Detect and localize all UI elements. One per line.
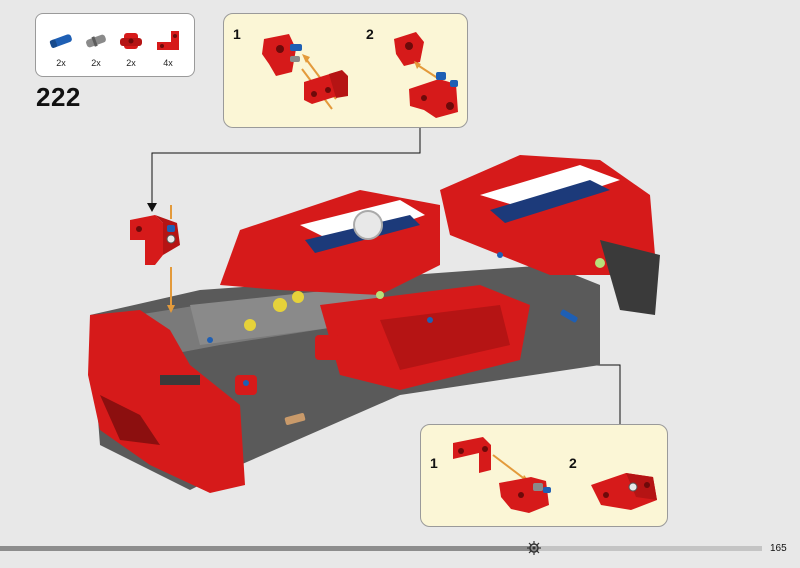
step-number: 222 bbox=[36, 82, 81, 112]
gray-pin-part: 2x bbox=[81, 28, 111, 68]
part-qty: 4x bbox=[163, 58, 173, 68]
page-number: 165 bbox=[770, 543, 787, 554]
page-progress-remaining bbox=[538, 546, 762, 551]
part-qty: 2x bbox=[56, 58, 66, 68]
sub-step-1-label: 1 bbox=[233, 26, 241, 42]
callout-top: 1 2 bbox=[223, 13, 468, 128]
red-angled-beam-icon bbox=[453, 437, 491, 473]
blue-axle-pin-part: 2x bbox=[46, 28, 76, 68]
parts-list-box: 2x 2x 2x 4x bbox=[35, 13, 195, 77]
callout-bottom: 1 2 bbox=[420, 424, 668, 527]
red-angled-beam-icon bbox=[304, 70, 348, 104]
red-connector-icon bbox=[394, 32, 424, 66]
red-assembled-part-icon bbox=[591, 473, 657, 510]
red-connector-icon bbox=[262, 34, 302, 76]
part-qty: 2x bbox=[91, 58, 101, 68]
car-model-illustration bbox=[88, 155, 660, 493]
part-to-attach bbox=[130, 205, 180, 313]
sub-step-2-label: 2 bbox=[569, 455, 577, 471]
gray-pin-icon bbox=[86, 34, 106, 48]
sub-step-2-label: 2 bbox=[366, 26, 374, 42]
red-angled-beam-icon bbox=[157, 31, 179, 50]
red-connector-icon bbox=[499, 477, 551, 513]
red-connector-icon bbox=[120, 33, 142, 49]
sub-step-1-label: 1 bbox=[430, 455, 438, 471]
red-angled-beam-icon bbox=[409, 72, 458, 118]
progress-marker-icon bbox=[527, 541, 541, 555]
red-connector-part: 2x bbox=[116, 28, 146, 68]
part-qty: 2x bbox=[126, 58, 136, 68]
callout-top-illustration bbox=[262, 32, 458, 118]
callout-bottom-illustration bbox=[453, 437, 657, 513]
red-angled-beam-part: 4x bbox=[153, 28, 183, 68]
page-progress-bar bbox=[0, 546, 762, 551]
blue-axle-pin-icon bbox=[49, 34, 72, 48]
